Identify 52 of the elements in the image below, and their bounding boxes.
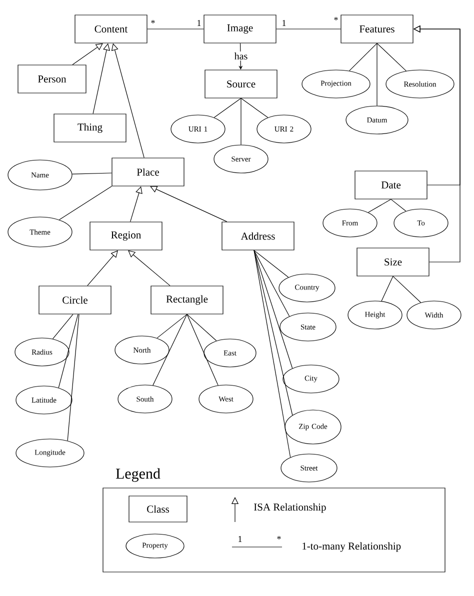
connector-line bbox=[368, 199, 392, 213]
connector-line bbox=[348, 43, 378, 72]
legend-item: ISA Relationship bbox=[231, 497, 326, 522]
connector-line bbox=[156, 314, 188, 338]
connector-line bbox=[254, 250, 291, 458]
class-box: Features bbox=[340, 14, 414, 44]
connector-line bbox=[67, 314, 80, 442]
connector-line bbox=[240, 98, 242, 145]
class-box: Thing bbox=[54, 114, 126, 142]
class-box: Person bbox=[18, 64, 86, 94]
connector-line bbox=[254, 250, 289, 278]
class-box: Date bbox=[354, 170, 428, 200]
legend-heading: Legend bbox=[116, 468, 160, 482]
multiplicity-mark: * bbox=[151, 20, 155, 24]
connector-line bbox=[381, 276, 394, 302]
connector-line bbox=[152, 314, 188, 386]
connector-line bbox=[376, 43, 378, 106]
connector-line bbox=[186, 314, 217, 342]
connector-line bbox=[58, 314, 78, 388]
class-box: Size bbox=[356, 248, 430, 276]
class-box: Rectangle bbox=[150, 286, 224, 314]
class-box: Place bbox=[112, 158, 184, 186]
connector-line bbox=[52, 314, 74, 340]
legend-item: Class bbox=[128, 496, 188, 522]
connector-line bbox=[254, 250, 290, 317]
multiplicity-mark: 1 bbox=[198, 20, 201, 26]
class-box: Image bbox=[204, 14, 276, 44]
connector-line bbox=[254, 250, 293, 416]
connector-line bbox=[147, 28, 204, 30]
connector-line bbox=[254, 250, 293, 369]
class-box: Content bbox=[74, 14, 148, 44]
class-box: Circle bbox=[38, 286, 112, 314]
connector-line bbox=[390, 199, 406, 212]
multiplicity-mark: * bbox=[334, 17, 338, 20]
connector-line bbox=[376, 43, 406, 72]
connector-line bbox=[240, 98, 268, 118]
isa-arrow bbox=[72, 43, 103, 65]
edge-label: has bbox=[233, 51, 249, 61]
connector-line bbox=[58, 186, 112, 220]
connector-line bbox=[72, 172, 112, 174]
connector-line bbox=[392, 276, 422, 303]
connector-line bbox=[214, 98, 242, 118]
connector-line bbox=[276, 28, 341, 30]
multiplicity-mark: 1 bbox=[238, 536, 242, 542]
class-box: Region bbox=[90, 222, 162, 250]
isa-arrow bbox=[128, 250, 170, 286]
multiplicity-mark: 1 bbox=[282, 20, 286, 26]
multiplicity-mark: * bbox=[277, 536, 281, 540]
class-box: Source bbox=[204, 70, 278, 98]
class-box: Address bbox=[222, 222, 294, 250]
legend-item: 1-to-many Relationship bbox=[232, 542, 401, 552]
connector-line bbox=[186, 314, 218, 386]
